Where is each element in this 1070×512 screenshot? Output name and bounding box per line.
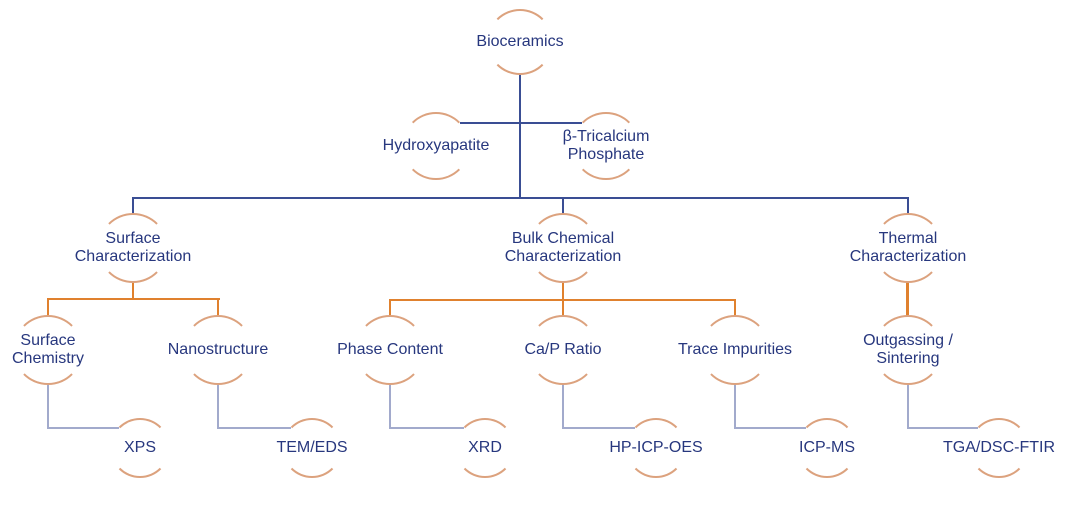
connector-tem-eds-vertical	[217, 385, 219, 429]
node-xps-arc	[110, 418, 170, 478]
connector-hp-icp-oes-vertical	[562, 385, 564, 429]
node-bioceramics: Bioceramics	[476, 9, 564, 75]
node-cap-ratio: Ca/P Ratio	[524, 315, 602, 385]
connector-branches-bar	[132, 197, 909, 199]
node-hp-icp-oes: HP-ICP-OES	[609, 418, 703, 478]
node-surface-chemistry-arc	[13, 315, 83, 385]
connector-root-trunk	[519, 74, 521, 198]
connector-xrd-horizontal	[389, 427, 464, 429]
connector-drop-surface-chemistry	[47, 298, 49, 316]
connector-icp-ms-vertical	[734, 385, 736, 429]
node-trace-impurities-label: Trace Impurities	[677, 341, 793, 359]
connector-materials-bar	[460, 122, 582, 124]
node-bulk-chemical-characterization-arc	[528, 213, 598, 283]
node-tga-dsc-ftir: TGA/DSC-FTIR	[943, 418, 1055, 478]
node-surface-characterization-arc	[98, 213, 168, 283]
connector-tga-dsc-ftir-vertical	[907, 385, 909, 429]
node-bioceramics-label: Bioceramics	[476, 33, 564, 51]
connector-drop-bulk-chemical	[562, 197, 564, 214]
connector-drop-thermal	[907, 197, 909, 214]
node-tem-eds-arc	[282, 418, 342, 478]
node-nanostructure-label: Nanostructure	[167, 341, 269, 359]
node-outgassing-sintering: Outgassing / Sintering	[863, 315, 953, 385]
node-surface-chemistry: Surface Chemistry	[12, 315, 84, 385]
node-trace-impurities-arc	[700, 315, 770, 385]
connector-drop-trace-impurities	[734, 299, 736, 316]
node-phase-content-arc	[355, 315, 425, 385]
node-trace-impurities: Trace Impurities	[678, 315, 792, 385]
node-beta-tricalcium-phosphate-label: β-Tricalcium Phosphate	[562, 128, 650, 163]
connector-drop-phase-content	[389, 299, 391, 316]
node-bulk-chemical-characterization-label: Bulk Chemical Characterization	[504, 230, 622, 265]
node-tem-eds: TEM/EDS	[276, 418, 348, 478]
node-xps: XPS	[110, 418, 170, 478]
node-thermal-characterization-label: Thermal Characterization	[849, 230, 967, 265]
node-cap-ratio-arc	[528, 315, 598, 385]
node-surface-characterization-label: Surface Characterization	[74, 230, 192, 265]
node-icp-ms: ICP-MS	[797, 418, 857, 478]
node-bulk-chemical-characterization: Bulk Chemical Characterization	[505, 213, 621, 283]
node-hydroxyapatite-arc	[402, 112, 470, 180]
node-hydroxyapatite-label: Hydroxyapatite	[382, 137, 490, 155]
connector-xps-horizontal	[47, 427, 119, 429]
node-xrd-arc	[455, 418, 515, 478]
node-hp-icp-oes-arc	[626, 418, 686, 478]
connector-tga-dsc-ftir-horizontal	[907, 427, 978, 429]
node-phase-content-label: Phase Content	[337, 341, 443, 359]
connector-xps-vertical	[47, 385, 49, 429]
node-hydroxyapatite: Hydroxyapatite	[383, 112, 489, 180]
node-xps-label: XPS	[123, 439, 157, 457]
connector-xrd-vertical	[389, 385, 391, 429]
node-thermal-characterization: Thermal Characterization	[850, 213, 966, 283]
connector-drop-surface-characterization	[132, 197, 134, 214]
connector-thermal-stub	[906, 282, 909, 316]
node-bioceramics-arc	[487, 9, 553, 75]
node-icp-ms-label: ICP-MS	[799, 439, 855, 457]
node-cap-ratio-label: Ca/P Ratio	[524, 341, 602, 359]
node-tga-dsc-ftir-label: TGA/DSC-FTIR	[943, 439, 1055, 457]
connector-surface-stub	[132, 282, 134, 299]
connector-surface-bracket	[47, 298, 220, 300]
node-outgassing-sintering-arc	[873, 315, 943, 385]
node-icp-ms-arc	[797, 418, 857, 478]
node-thermal-characterization-arc	[873, 213, 943, 283]
connector-tem-eds-horizontal	[217, 427, 291, 429]
node-nanostructure-arc	[183, 315, 253, 385]
node-xrd-label: XRD	[468, 439, 502, 457]
node-hp-icp-oes-label: HP-ICP-OES	[609, 439, 703, 457]
node-surface-chemistry-label: Surface Chemistry	[11, 332, 84, 367]
node-tem-eds-label: TEM/EDS	[276, 439, 348, 457]
connector-drop-nanostructure	[217, 298, 219, 316]
connector-icp-ms-horizontal	[734, 427, 806, 429]
node-phase-content: Phase Content	[337, 315, 443, 385]
node-outgassing-sintering-label: Outgassing / Sintering	[863, 332, 953, 367]
connector-hp-icp-oes-horizontal	[562, 427, 635, 429]
node-surface-characterization: Surface Characterization	[75, 213, 191, 283]
connector-bulk-bracket	[389, 299, 736, 301]
node-tga-dsc-ftir-arc	[969, 418, 1029, 478]
node-xrd: XRD	[455, 418, 515, 478]
node-nanostructure: Nanostructure	[168, 315, 268, 385]
node-beta-tricalcium-phosphate: β-Tricalcium Phosphate	[563, 112, 649, 180]
node-beta-tricalcium-phosphate-arc	[572, 112, 640, 180]
